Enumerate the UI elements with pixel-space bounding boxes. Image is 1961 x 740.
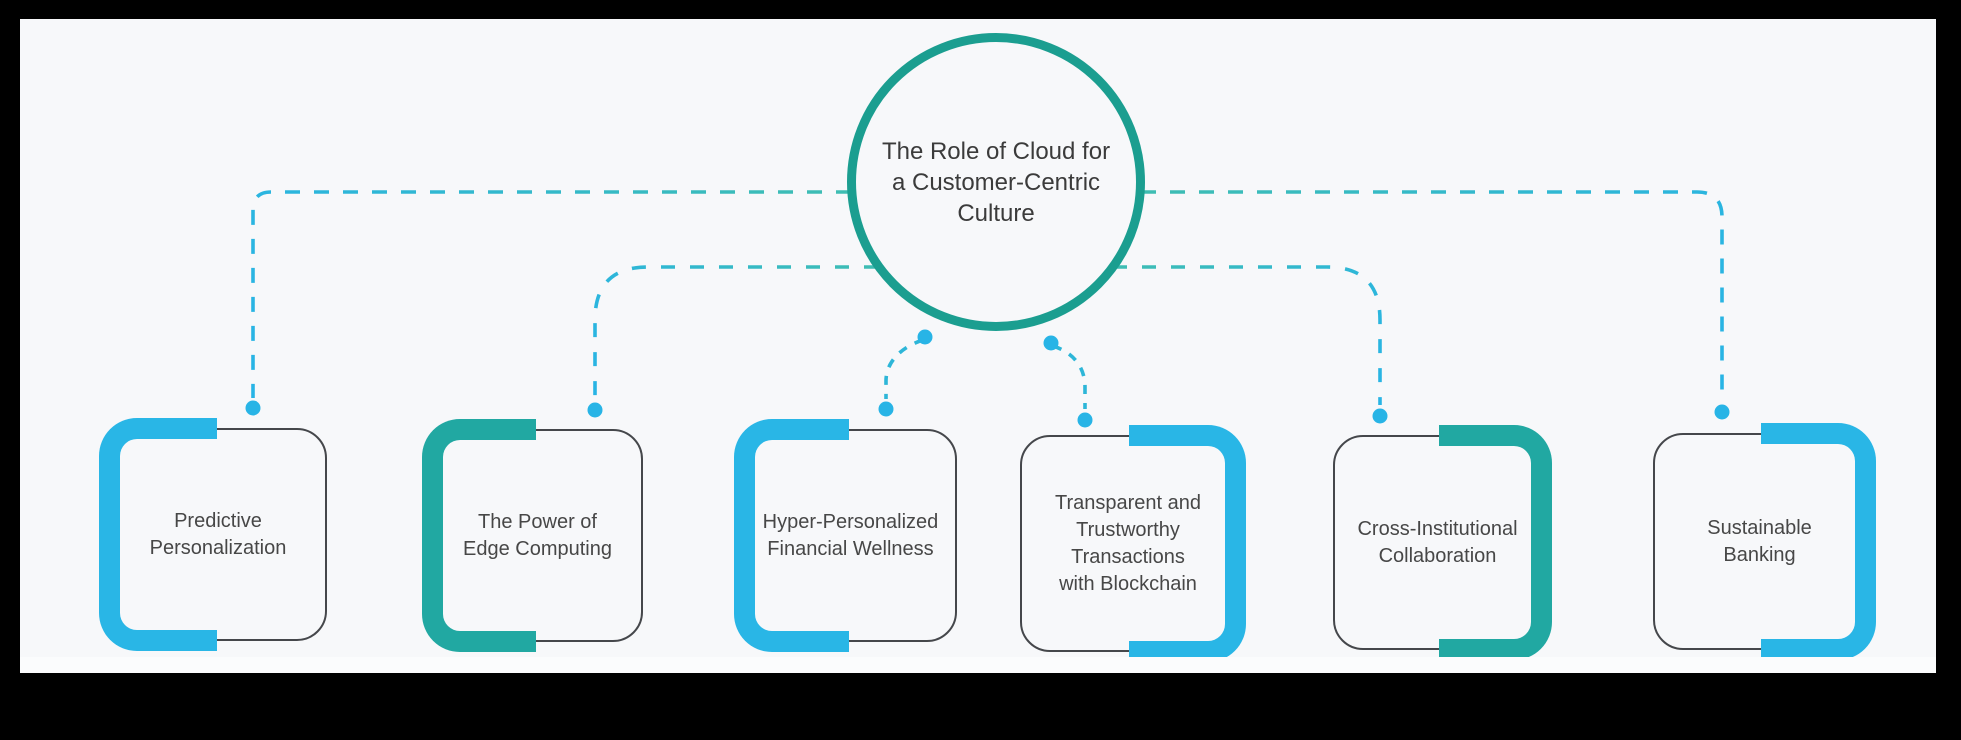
connector-dot-node5 [1372,408,1388,424]
connector-dot-node3 [878,401,894,417]
connector-node5 [1113,265,1382,405]
node-predictive-personalization: Predictive Personalization [99,418,327,651]
connector-dot-node4 [1077,412,1093,428]
node-label: Predictive Personalization [149,509,287,559]
connector-dot-node6 [1714,404,1730,420]
node-hyper-personalized-financial-wellness: Hyper-Personalized Financial Wellness [734,419,957,652]
node-power-of-edge-computing: The Power of Edge Computing [422,419,643,652]
node-label: Transparent and Trustworthy Transactions… [1054,491,1201,595]
node-label: Hyper-Personalized Financial Wellness [762,510,939,560]
node-sustainable-banking: Sustainable Banking [1653,423,1876,660]
connector-node6 [1141,190,1724,402]
connector-node4 [1052,344,1087,409]
node-label: The Power of Edge Computing [463,510,612,560]
connector-node2 [593,265,878,399]
node-cross-institutional-collaboration: Cross-Institutional Collaboration [1333,425,1552,660]
connector-dot-node4-top [1043,335,1059,351]
canvas-bottom-strip [20,657,1936,673]
connector-dot-node1 [245,400,261,416]
connector-node1 [251,190,851,398]
node-label: Cross-Institutional Collaboration [1357,517,1518,567]
center-node: The Role of Cloud for a Customer-Centric… [847,33,1145,331]
node-transparent-trustworthy-blockchain: Transparent and Trustworthy Transactions… [1020,425,1246,662]
node-label: Sustainable Banking [1707,516,1812,566]
center-node-label: The Role of Cloud for a Customer-Centric… [881,137,1111,227]
connector-dot-node3-top [917,329,933,345]
connector-node3 [884,338,924,399]
connector-layer [245,190,1730,428]
connector-dot-node2 [587,402,603,418]
diagram-canvas: The Role of Cloud for a Customer-Centric… [20,19,1936,673]
